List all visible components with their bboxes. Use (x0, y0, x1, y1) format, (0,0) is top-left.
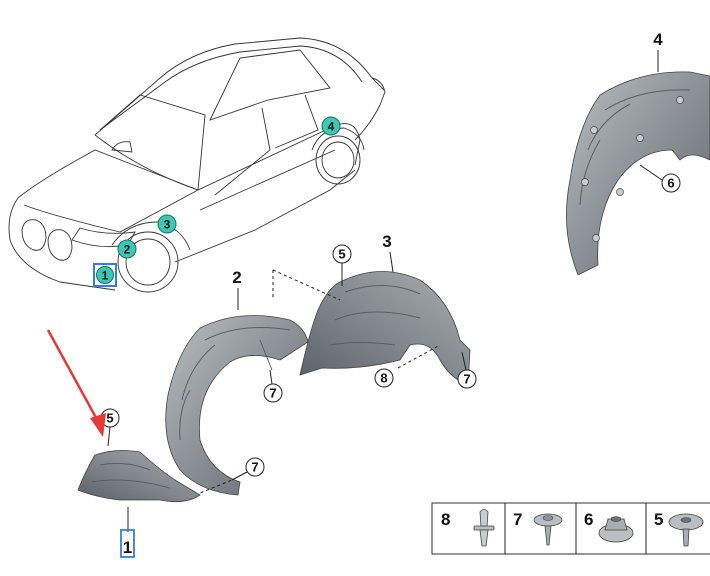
fastener-label-8: 8 (441, 510, 450, 529)
red-arrow-icon (46, 329, 106, 437)
svg-text:5: 5 (106, 411, 113, 426)
callout-6-part4: 6 (661, 173, 681, 193)
car-outline (8, 37, 386, 293)
wheel-arch-liner-front-lower-section[interactable] (77, 450, 201, 503)
fastener-label-5: 5 (654, 510, 663, 529)
location-marker-3[interactable]: 3 (157, 214, 177, 234)
highlight-box (120, 529, 135, 558)
wheel-arch-liner-rear[interactable] (566, 71, 710, 276)
clip-screw-icon (668, 513, 704, 547)
svg-text:7: 7 (251, 460, 258, 475)
callout-8: 8 (374, 368, 394, 388)
part-label-3: 3 (382, 232, 391, 251)
fastener-label-6: 6 (584, 510, 593, 529)
svg-text:5: 5 (338, 247, 345, 262)
svg-text:7: 7 (463, 372, 470, 387)
part-label-1-highlight[interactable]: 1 (120, 529, 135, 558)
wheel-arch-liner-front[interactable] (165, 315, 309, 496)
location-marker-4-label: 4 (328, 120, 335, 134)
part-label-4: 4 (653, 30, 663, 49)
svg-text:7: 7 (269, 386, 276, 401)
highlight-box (93, 263, 117, 287)
svg-text:6: 6 (667, 176, 674, 191)
part-label-2: 2 (232, 268, 241, 287)
nut-icon (598, 516, 634, 543)
svg-text:8: 8 (380, 371, 387, 386)
fastener-cell-5[interactable]: 5 (654, 510, 704, 547)
fastener-cell-6[interactable]: 6 (584, 510, 634, 543)
fastener-cell-8[interactable]: 8 (441, 509, 495, 547)
fastener-label-7: 7 (513, 510, 522, 529)
location-marker-4[interactable]: 4 (321, 116, 341, 136)
location-marker-2-label: 2 (124, 243, 131, 257)
callout-7-part3: 7 (457, 369, 477, 389)
location-marker-2[interactable]: 2 (117, 239, 137, 259)
part-label-1: 1 (123, 538, 132, 557)
wheel-arch-liner-front-rear-section[interactable] (299, 271, 471, 386)
fastener-cell-7[interactable]: 7 (513, 510, 563, 546)
location-marker-3-label: 3 (164, 218, 171, 232)
push-rivet-icon (473, 509, 495, 547)
callout-7-part2-upper: 7 (263, 383, 283, 403)
screw-icon (533, 513, 563, 546)
callout-7-part2-lower: 7 (245, 457, 265, 477)
location-marker-1[interactable]: 1 (93, 263, 117, 287)
location-marker-1-label: 1 (102, 269, 109, 283)
fastener-table: 8 7 6 5 (431, 502, 710, 555)
callout-5-part3: 5 (332, 244, 352, 264)
